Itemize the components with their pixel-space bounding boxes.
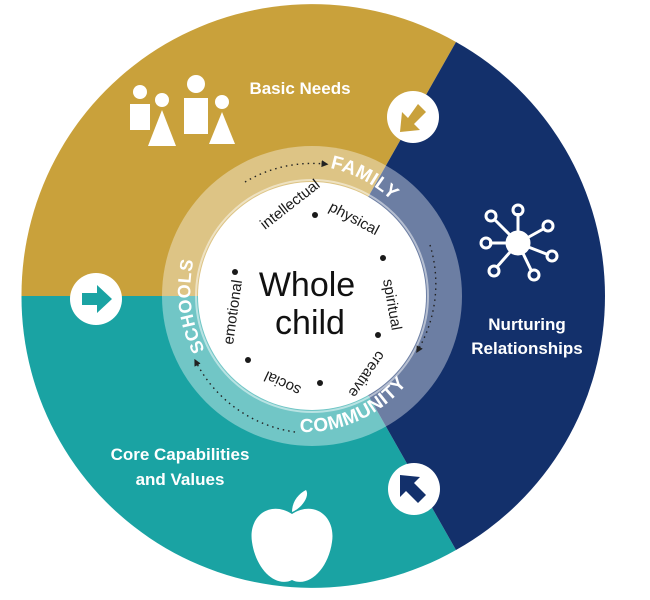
label-core-line1: Core Capabilities — [111, 445, 250, 464]
apple-icon — [251, 490, 333, 582]
center-title-line2: child — [275, 304, 345, 342]
aspect-dots — [232, 212, 386, 386]
segment-nurturing-relationships — [312, 42, 605, 550]
label-nurturing-line1: Nurturing — [488, 315, 565, 334]
cycle-arrow-bottom — [194, 358, 296, 433]
people-icon — [130, 75, 235, 146]
arrow-down-left-icon — [387, 91, 439, 143]
label-core-line2: and Values — [136, 470, 225, 489]
label-nurturing-line2: Relationships — [471, 339, 582, 358]
ring-inner-edge — [195, 179, 429, 413]
cycle-arrows — [194, 160, 437, 433]
label-basic-needs: Basic Needs — [249, 79, 350, 98]
center-disk — [198, 182, 426, 410]
network-icon — [479, 203, 559, 282]
cycle-arrow-right — [416, 244, 437, 354]
arrow-up-left-icon — [388, 463, 440, 515]
center-title-line1: Whole — [259, 266, 355, 304]
arrow-right-icon — [70, 273, 122, 325]
